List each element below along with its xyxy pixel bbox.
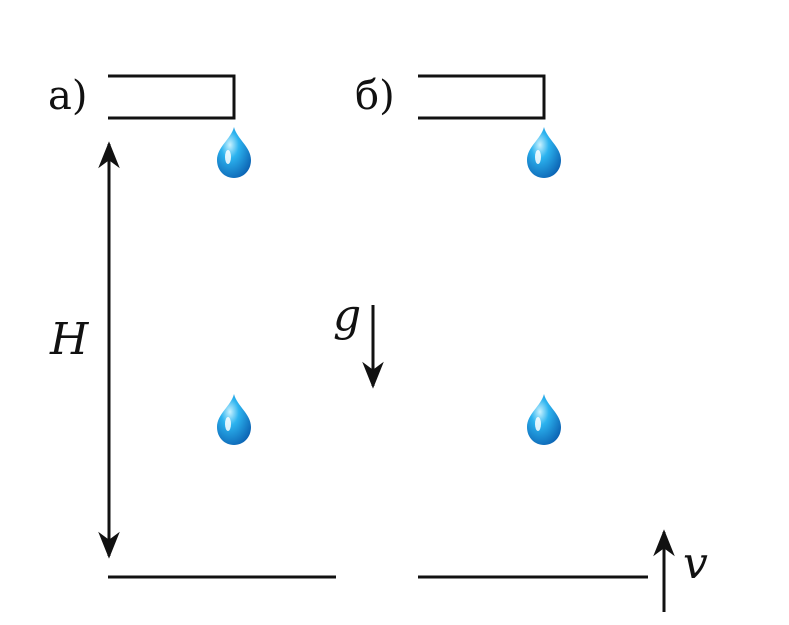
water-drop-icon [217, 394, 251, 445]
panel-b-label: б) [355, 73, 395, 119]
drop-b-top [527, 127, 561, 178]
panel-b: б) v [355, 73, 708, 612]
gravity-label: g [333, 290, 361, 341]
drop-b-bottom [527, 394, 561, 445]
water-drop-icon [527, 394, 561, 445]
water-drop-icon [527, 127, 561, 178]
panel-b-tap [418, 74, 546, 120]
gravity: g [333, 290, 384, 389]
panel-a-tap [108, 74, 236, 120]
velocity-label: v [683, 538, 708, 589]
panel-a: а) H [48, 73, 336, 579]
water-drop-icon [217, 127, 251, 178]
drop-a-bottom [217, 394, 251, 445]
drop-a-top [217, 127, 251, 178]
panel-a-label: а) [48, 73, 87, 119]
height-label: H [49, 314, 90, 365]
